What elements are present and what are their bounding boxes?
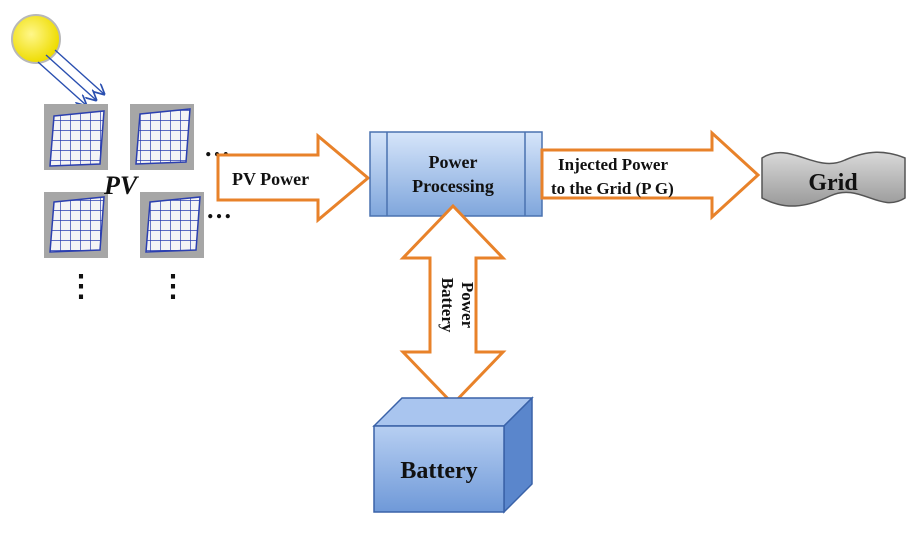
power-processing-label-line1: Power	[429, 152, 478, 172]
battery-power-label-line2: Power	[458, 282, 477, 329]
sun-icon	[11, 14, 61, 64]
battery-box	[372, 396, 534, 514]
power-processing-label-line2: Processing	[412, 176, 494, 196]
ellipsis-vertical: ⋮	[66, 270, 96, 303]
pv-power-arrow	[216, 132, 371, 224]
pv-panel-icon	[140, 192, 204, 258]
injected-power-arrow	[540, 129, 761, 221]
pv-power-label: PV Power	[232, 169, 309, 189]
grid-shape	[761, 151, 906, 207]
pv-panel-icon	[130, 104, 194, 170]
ellipsis-vertical: ⋮	[158, 270, 188, 303]
pv-panel-icon	[44, 192, 108, 258]
battery-power-label-line1: Battery	[438, 278, 457, 333]
power-processing-box	[369, 131, 543, 217]
sun-rays	[37, 49, 104, 105]
battery-label: Battery	[400, 458, 477, 484]
pv-panel-icon	[44, 104, 108, 170]
injected-power-label-line1: Injected Power	[558, 155, 668, 174]
pv-label: PV	[103, 171, 140, 200]
injected-power-label-line2: to the Grid (P G)	[551, 179, 674, 198]
grid-label: Grid	[808, 170, 858, 196]
